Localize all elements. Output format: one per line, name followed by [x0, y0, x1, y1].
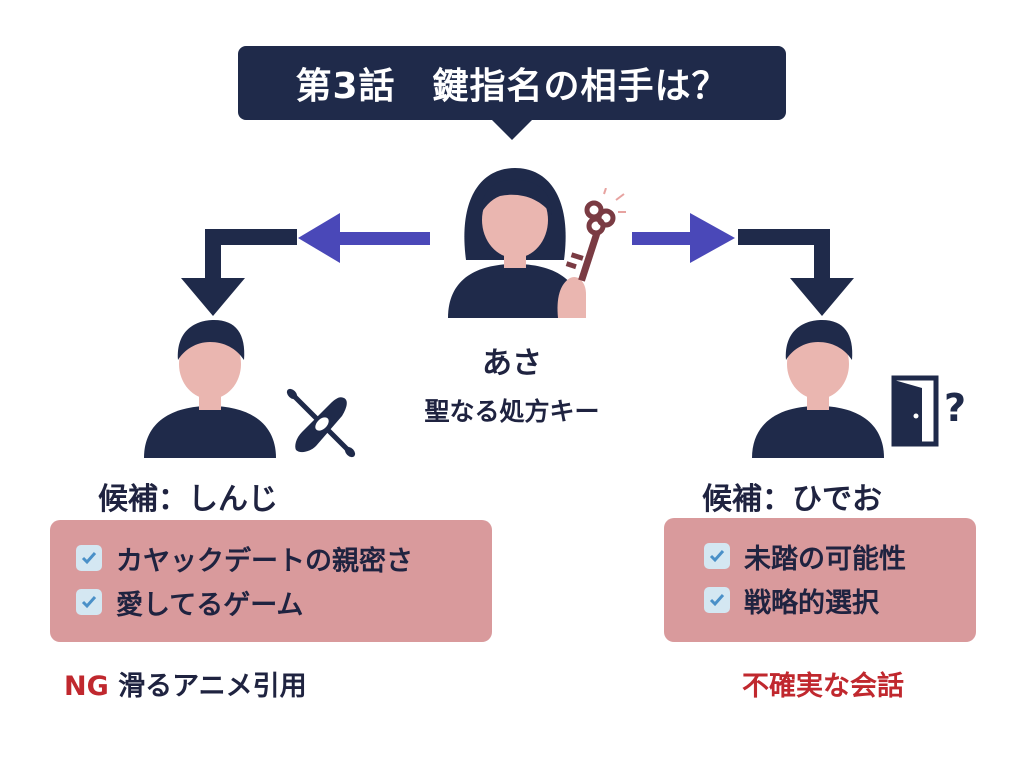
checkbox-icon: [704, 543, 730, 569]
ng-tag: NG: [64, 671, 109, 702]
woman-avatar-icon: [448, 168, 586, 318]
right-candidate-box: 未踏の可能性 戦略的選択: [664, 518, 976, 642]
check-item: 未踏の可能性: [704, 534, 976, 578]
checkbox-icon: [704, 587, 730, 613]
check-item-text: 愛してるゲーム: [116, 589, 304, 621]
right-candidate-label: 候補：ひでお: [702, 482, 882, 517]
left-candidate-box: カヤックデートの親密さ 愛してるゲーム: [50, 520, 492, 642]
center-subtitle: 聖なる処方キー: [424, 397, 600, 426]
check-item: 戦略的選択: [704, 578, 976, 622]
episode-title: 第3話 鍵指名の相手は？: [295, 66, 729, 107]
left-note-text: 滑るアニメ引用: [118, 671, 307, 702]
center-name: あさ: [482, 346, 542, 381]
left-candidate-label: 候補：しんじ: [98, 482, 278, 517]
arrow-down-left: [181, 229, 297, 316]
arrow-to-right: [632, 213, 735, 263]
arrow-to-left: [298, 213, 430, 263]
title-bubble: 第3話 鍵指名の相手は？: [238, 46, 786, 120]
arrow-down-right: [738, 229, 854, 316]
check-item: 愛してるゲーム: [76, 580, 492, 624]
check-item: カヤックデートの親密さ: [76, 536, 492, 580]
checkbox-icon: [76, 589, 102, 615]
left-man-avatar-icon: [144, 320, 276, 458]
door-icon: [891, 375, 939, 447]
checkbox-icon: [76, 545, 102, 571]
check-item-text: 未踏の可能性: [744, 543, 906, 575]
left-note: NG 滑るアニメ引用: [64, 664, 307, 703]
right-man-avatar-icon: [752, 320, 884, 458]
check-item-text: カヤックデートの親密さ: [116, 545, 413, 577]
right-note-text: 不確実な会話: [742, 671, 904, 702]
question-mark: ?: [944, 386, 967, 430]
title-bubble-tail: [490, 118, 534, 140]
kayak-icon: [286, 388, 356, 458]
key-icon: [565, 188, 626, 282]
check-item-text: 戦略的選択: [744, 587, 879, 619]
